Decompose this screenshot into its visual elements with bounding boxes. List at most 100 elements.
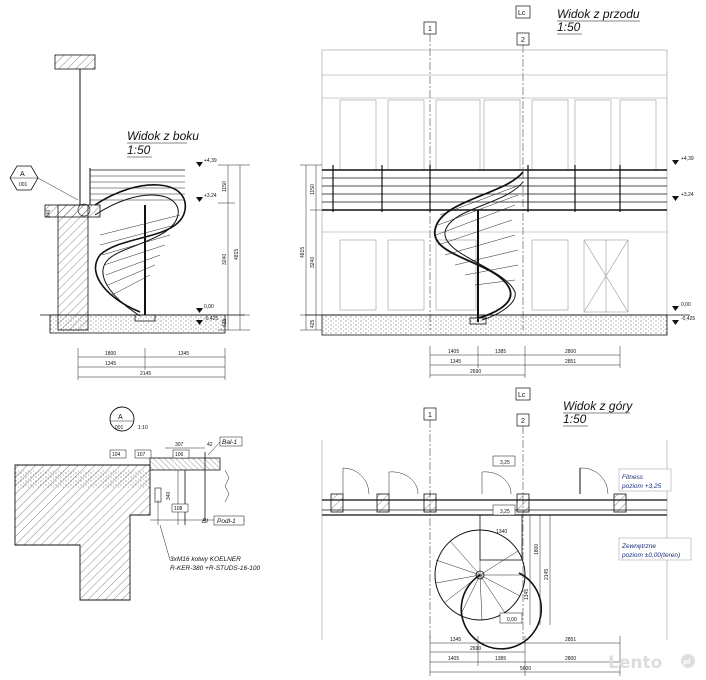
front-view-scale: 1:50	[557, 20, 581, 34]
side-floor	[49, 314, 226, 334]
top-note-zewn: Zewnętrzne poziom ±0,00(teren)	[618, 537, 692, 561]
side-view-scale: 1:50	[127, 143, 151, 157]
side-level-2: +3,24	[204, 193, 217, 199]
top-axis-lc: Lc	[518, 392, 526, 399]
front-level-2: +3,24	[681, 192, 694, 198]
watermark: Lento pl	[608, 653, 695, 673]
top-hdim-2: 2851	[565, 637, 576, 643]
top-vertical-dims: 1340 1800 2145 1345	[496, 515, 551, 625]
detail-num-108: 108	[174, 506, 183, 512]
front-building-outline	[321, 49, 668, 316]
side-vdim-3: 3240	[222, 254, 228, 265]
detail-part-podl1: Podl-1	[217, 518, 236, 525]
watermark-suffix: pl	[683, 658, 690, 666]
top-note-fitness-1: Fitness	[622, 474, 644, 481]
front-vdim-4: 425	[310, 319, 316, 328]
detail-callout-a: A 001	[9, 165, 91, 217]
top-dim-1345-v: 1345	[524, 589, 530, 600]
detail-anchor-note-1: 3xM16 kotwy KOELNER	[170, 556, 241, 563]
top-hdim-4: 1405	[448, 656, 459, 662]
top-hdim-7: 5600	[520, 666, 531, 672]
detail-num-42: 42	[207, 442, 213, 448]
detail-num-106: 106	[175, 452, 184, 458]
front-axis-2: 2	[521, 37, 525, 44]
front-axis-1: 1	[428, 26, 432, 33]
detail-steel-beam	[149, 457, 221, 471]
watermark-text: Lento	[608, 653, 662, 673]
detail-a: A 001 1:10 104 107 106 108 42 307 340 Ba…	[14, 406, 261, 601]
front-level-1: +4,39	[681, 156, 694, 162]
front-hdim-5: 2851	[565, 359, 576, 365]
top-door-swings	[342, 467, 609, 495]
front-hdim-2: 1385	[495, 349, 506, 355]
detail-callout-sheet: 001	[19, 182, 28, 188]
detail-num-307: 307	[175, 442, 184, 448]
front-floor	[321, 314, 668, 336]
side-hdim-3: 1345	[105, 361, 116, 367]
top-horizontal-dims: 1345 2851 2690 1405 1385 2800 5600	[429, 636, 621, 676]
front-vertical-dims: 4815 3240 1150 425	[300, 164, 322, 331]
detail-num-104: 104	[112, 452, 121, 458]
ceiling-block	[54, 54, 96, 70]
side-level-1: +4,39	[204, 158, 217, 164]
front-spiral-stair	[434, 171, 524, 325]
top-hdim-6: 2800	[565, 656, 576, 662]
front-hdim-3: 2800	[565, 349, 576, 355]
top-view-title: Widok z góry	[563, 399, 633, 413]
front-horizontal-dims: 1405 1385 2800 1345 2851 2690	[429, 346, 621, 378]
top-level-3: 0,00	[507, 617, 517, 623]
top-note-fitness-2: poziom +3,25	[621, 483, 662, 490]
detail-sheet: 001	[115, 425, 124, 431]
top-dim-2145: 2145	[544, 569, 550, 580]
detail-callout-tag: A	[20, 171, 25, 178]
front-hdim-4: 1345	[450, 359, 461, 365]
side-slab	[44, 204, 101, 218]
side-level-3: 0,00	[204, 304, 214, 310]
front-hdim-1: 1405	[448, 349, 459, 355]
top-view-scale: 1:50	[563, 412, 587, 426]
top-hdim-3: 2690	[470, 646, 481, 652]
detail-anchor-note-2: R-KER-380 +R-STUDS-16-100	[170, 565, 261, 572]
top-dim-1340: 1340	[496, 529, 507, 535]
side-vertical-dims: 1150 4815 3240 425 240	[46, 164, 250, 331]
detail-part-bl: Bl	[202, 518, 208, 525]
front-level-3: 0,00	[681, 302, 691, 308]
top-level-2: 3,25	[500, 509, 510, 515]
front-axis-lc: Lc	[518, 10, 526, 17]
detail-tag: A	[118, 414, 123, 421]
front-view-title: Widok z przodu	[557, 7, 640, 21]
side-view: Widok z boku 1:50	[9, 54, 250, 380]
detail-num-340: 340	[166, 491, 172, 500]
top-view: Widok z góry 1:50 1 Lc 2	[321, 387, 692, 676]
top-hdim-1: 1345	[450, 637, 461, 643]
top-note-zewn-2: poziom ±0,00(teren)	[621, 552, 680, 559]
front-level-markers: +4,39 +3,24 0,00 -0,425	[672, 156, 695, 325]
detail-scale: 1:10	[138, 425, 148, 431]
side-level-4: -0,425	[204, 316, 218, 322]
front-hdim-6: 2690	[470, 369, 481, 375]
detail-num-107: 107	[137, 452, 146, 458]
detail-part-bal1: Bal-1	[222, 439, 238, 446]
top-axis-2: 2	[521, 418, 525, 425]
side-spiral-stair	[89, 168, 186, 322]
side-wall	[57, 204, 89, 331]
side-vdim-5: 240	[46, 209, 52, 218]
side-hdim-1: 1800	[105, 351, 116, 357]
top-axis-1: 1	[428, 412, 432, 419]
front-vdim-1: 4815	[300, 247, 306, 258]
side-level-markers: +4,39 +3,24 0,00 -0,425	[196, 158, 218, 325]
side-vdim-4: 425	[222, 318, 228, 327]
top-note-fitness: Fitness poziom +3,25	[618, 468, 672, 492]
side-vdim-2: 4815	[234, 249, 240, 260]
top-dim-1800: 1800	[534, 544, 540, 555]
front-balcony-railing	[322, 165, 667, 212]
top-level-1: 3,25	[500, 460, 510, 466]
side-hdim-4: 2145	[140, 371, 151, 377]
front-view: Widok z przodu 1:50 1 Lc 2	[300, 5, 695, 378]
front-vdim-3: 1150	[310, 184, 316, 195]
top-hdim-5: 1385	[495, 656, 506, 662]
top-stair-plan	[434, 514, 543, 650]
front-vdim-2: 3240	[310, 257, 316, 268]
side-hdim-2: 1345	[178, 351, 189, 357]
